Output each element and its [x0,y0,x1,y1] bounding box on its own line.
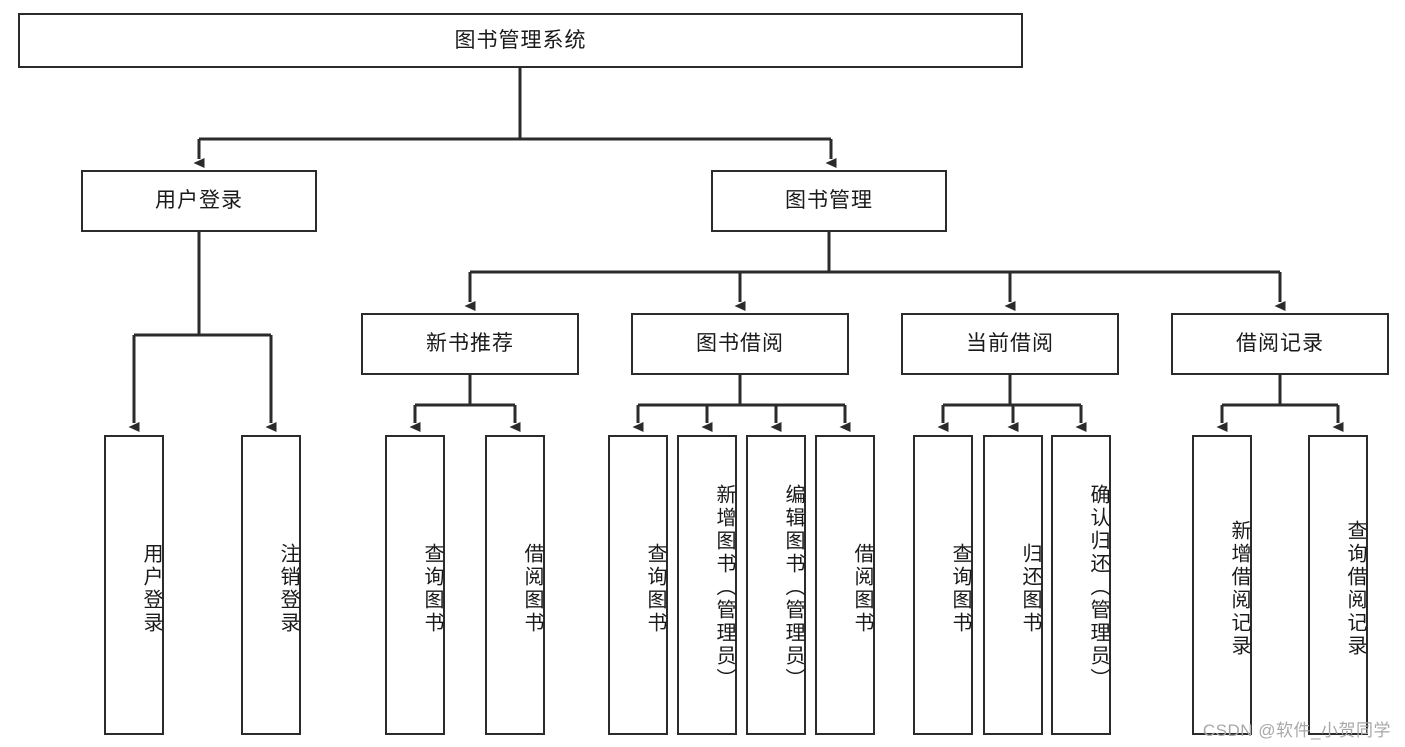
leaf-user-login[interactable]: 用户登录 [104,435,164,735]
leaf-logout-login[interactable]: 注销登录 [241,435,301,735]
node-current-borrow[interactable]: 当前借阅 [901,313,1119,375]
node-borrow-records[interactable]: 借阅记录 [1171,313,1389,375]
leaf-confirm-return-admin[interactable]: 确认归还（管理员） [1051,435,1111,735]
leaf-query-books-current[interactable]: 查询图书 [913,435,973,735]
leaf-add-book-admin[interactable]: 新增图书（管理员） [677,435,737,735]
leaf-query-books-recommend[interactable]: 查询图书 [385,435,445,735]
leaf-query-books-borrow[interactable]: 查询图书 [608,435,668,735]
leaf-query-books-recommend-label: 查询图书 [421,543,443,635]
leaf-query-borrow-record[interactable]: 查询借阅记录 [1308,435,1368,735]
leaf-add-borrow-record[interactable]: 新增借阅记录 [1192,435,1252,735]
node-book-borrow[interactable]: 图书借阅 [631,313,849,375]
leaf-borrow-books-label: 借阅图书 [851,543,873,635]
leaf-edit-book-admin-label: 编辑图书（管理员） [782,483,804,691]
node-new-book-recommend-label: 新书推荐 [426,332,514,356]
leaf-borrow-books[interactable]: 借阅图书 [815,435,875,735]
leaf-query-borrow-record-label: 查询借阅记录 [1344,520,1366,658]
leaf-borrow-books-recommend[interactable]: 借阅图书 [485,435,545,735]
node-user-login-label: 用户登录 [155,189,243,213]
leaf-edit-book-admin[interactable]: 编辑图书（管理员） [746,435,806,735]
node-book-borrow-label: 图书借阅 [696,332,784,356]
node-book-management[interactable]: 图书管理 [711,170,947,232]
leaf-confirm-return-admin-label: 确认归还（管理员） [1087,483,1109,691]
leaf-add-book-admin-label: 新增图书（管理员） [713,483,735,691]
leaf-return-books[interactable]: 归还图书 [983,435,1043,735]
leaf-user-login-label: 用户登录 [140,543,162,635]
leaf-borrow-books-recommend-label: 借阅图书 [521,543,543,635]
node-book-management-label: 图书管理 [785,189,873,213]
watermark-text: CSDN @软件_小贺同学 [1202,721,1391,740]
leaf-logout-login-label: 注销登录 [277,543,299,635]
leaf-query-books-current-label: 查询图书 [949,543,971,635]
node-user-login[interactable]: 用户登录 [81,170,317,232]
node-current-borrow-label: 当前借阅 [966,332,1054,356]
node-new-book-recommend[interactable]: 新书推荐 [361,313,579,375]
node-root[interactable]: 图书管理系统 [18,13,1023,68]
node-borrow-records-label: 借阅记录 [1236,332,1324,356]
leaf-return-books-label: 归还图书 [1019,543,1041,635]
node-root-label: 图书管理系统 [454,28,587,52]
leaf-query-books-borrow-label: 查询图书 [644,543,666,635]
leaf-add-borrow-record-label: 新增借阅记录 [1228,520,1250,658]
